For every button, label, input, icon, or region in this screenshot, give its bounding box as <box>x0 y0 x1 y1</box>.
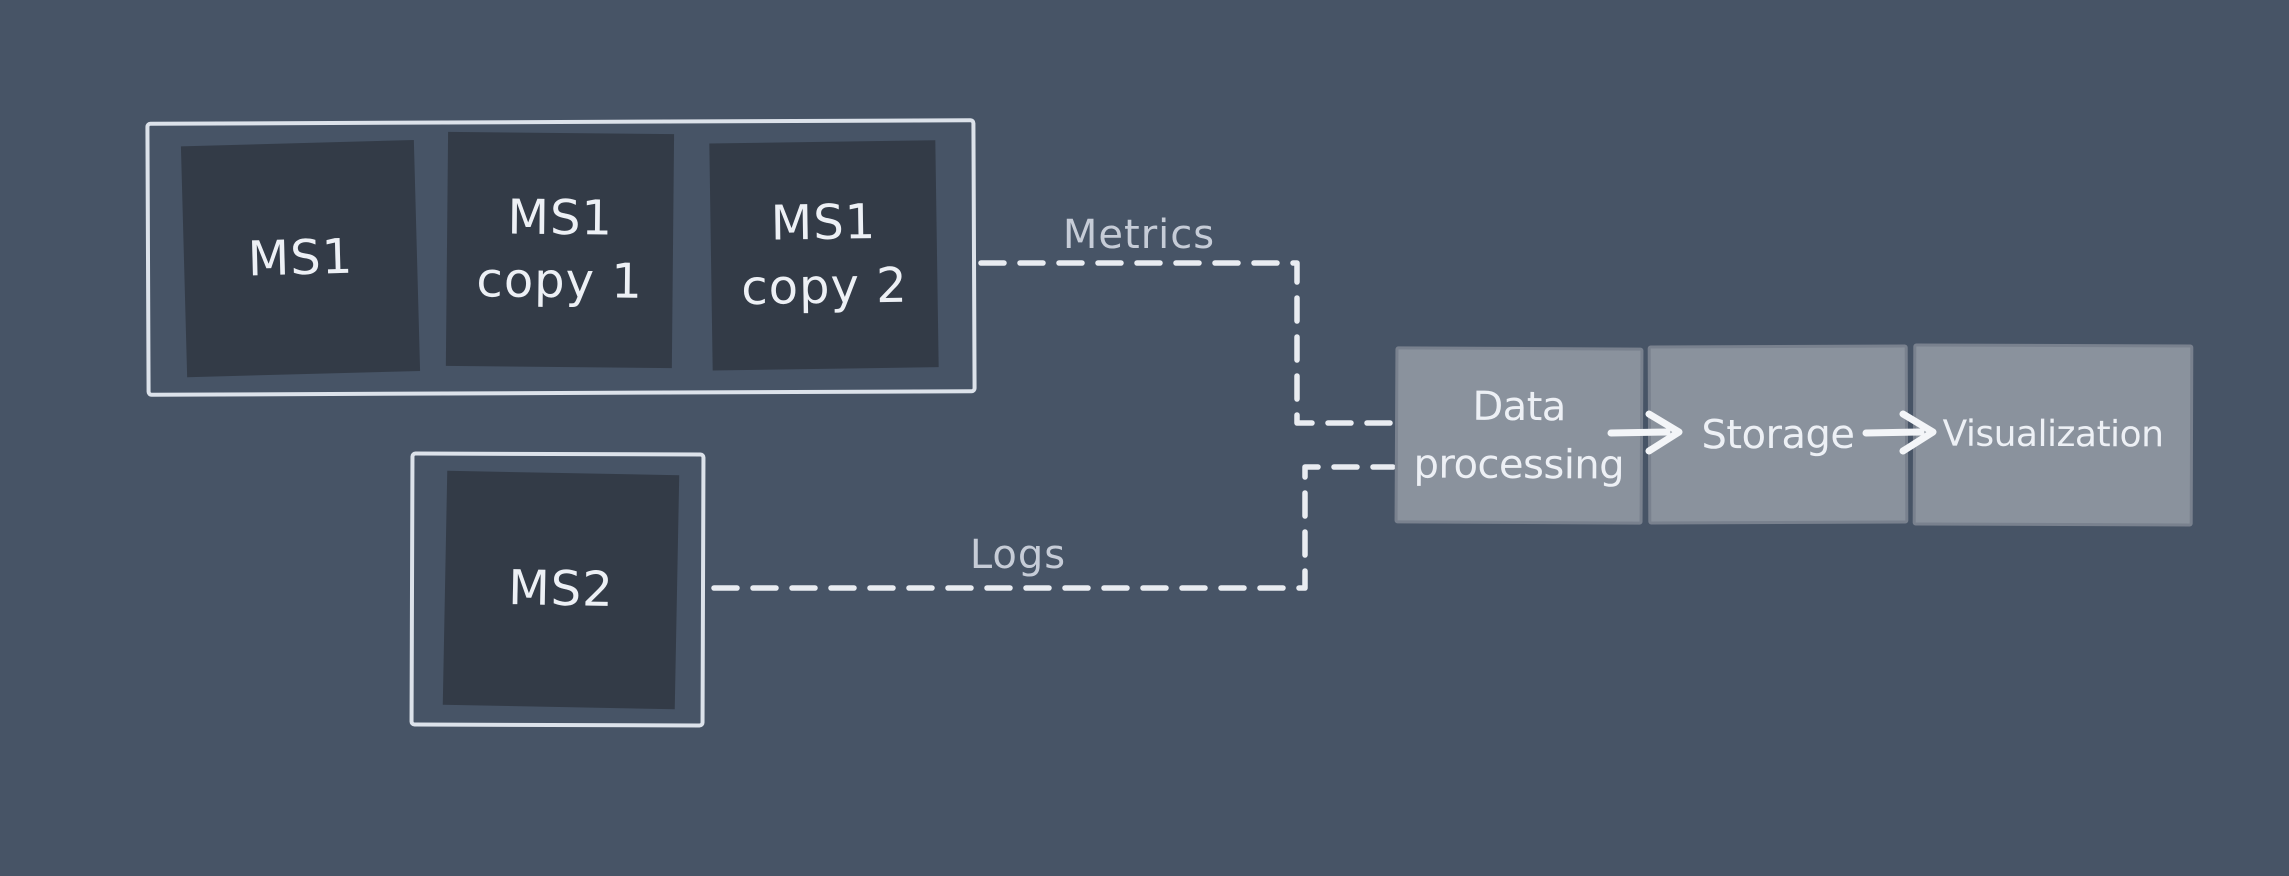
node-data-processing-line2: processing <box>1413 440 1625 489</box>
metrics-connector-line[interactable] <box>978 260 1396 426</box>
node-visualization-label: Visualization <box>1942 413 2164 456</box>
node-ms1-copy1[interactable]: MS1 copy 1 <box>445 131 675 369</box>
node-ms1-copy1-label: MS1 copy 1 <box>476 186 644 314</box>
ms1-cluster-frame[interactable]: MS1 MS1 copy 1 MS1 copy 2 <box>145 118 977 397</box>
edge-label-metrics[interactable]: Metrics <box>1062 212 1216 258</box>
ms2-cluster-frame[interactable]: MS2 <box>409 451 706 728</box>
node-data-processing-label: Data processing <box>1413 377 1624 494</box>
node-ms1-copy2-line2: copy 2 <box>740 257 909 316</box>
node-storage-label: Storage <box>1701 411 1855 458</box>
node-ms1[interactable]: MS1 <box>180 140 421 378</box>
node-ms1-copy1-line1: MS1 <box>507 189 614 247</box>
node-ms1-copy2[interactable]: MS1 copy 2 <box>709 140 939 371</box>
node-ms1-copy1-line2: copy 1 <box>476 252 644 310</box>
node-data-processing-line1: Data <box>1472 383 1567 430</box>
node-ms2-label: MS2 <box>507 560 615 619</box>
node-ms1-copy2-label: MS1 copy 2 <box>740 191 908 320</box>
node-ms1-label: MS1 <box>247 228 354 288</box>
node-ms2[interactable]: MS2 <box>442 470 680 710</box>
edge-label-logs[interactable]: Logs <box>969 532 1067 578</box>
node-ms1-copy2-line1: MS1 <box>770 194 877 252</box>
node-data-processing[interactable]: Data processing <box>1394 346 1644 525</box>
node-visualization[interactable]: Visualization <box>1912 343 2194 527</box>
node-storage[interactable]: Storage <box>1647 344 1909 525</box>
